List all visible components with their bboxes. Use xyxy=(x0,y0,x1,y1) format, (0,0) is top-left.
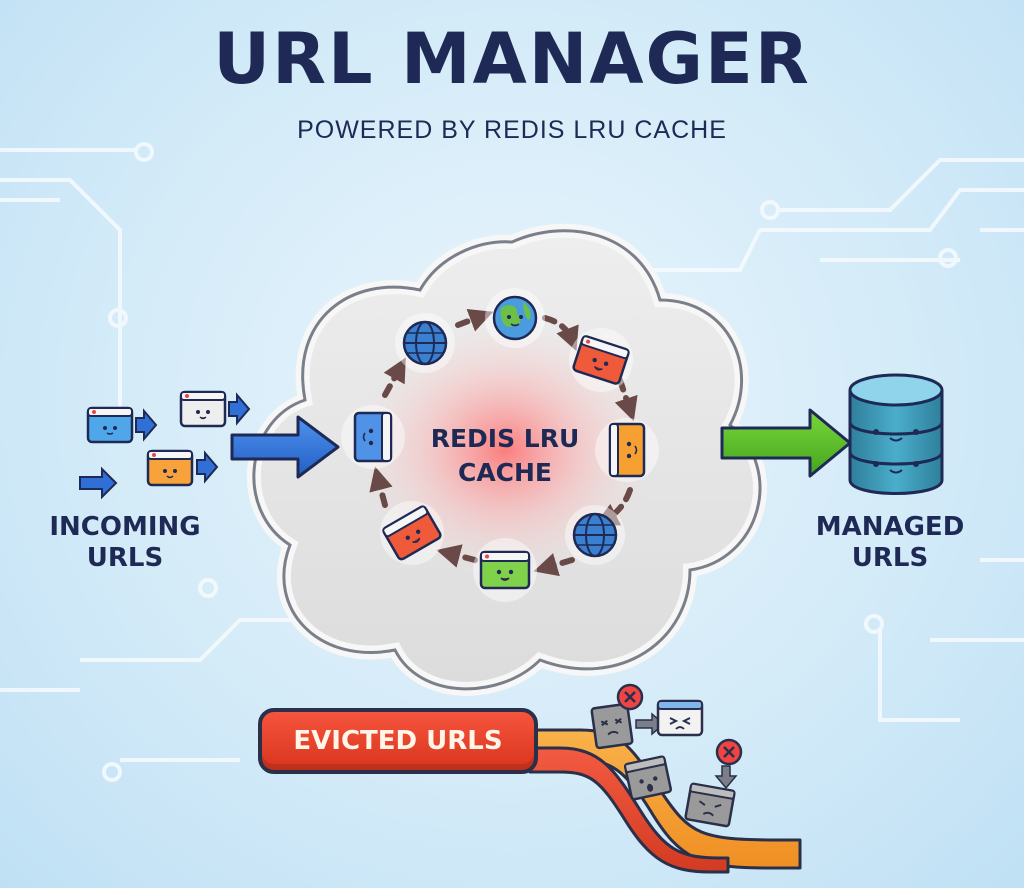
browser-window-icon xyxy=(595,418,659,482)
browser-window-icon xyxy=(656,699,704,737)
browser-window-icon xyxy=(380,501,444,565)
arrow-icon xyxy=(135,408,158,442)
incoming-label-line1: INCOMING xyxy=(49,512,201,542)
cache-label: REDIS LRU CACHE xyxy=(405,422,605,490)
browser-window-icon xyxy=(86,406,134,444)
cache-ring-icons xyxy=(341,288,659,602)
cache-label-line2: CACHE xyxy=(457,458,553,487)
evicted-urls-banner: EVICTED URLS xyxy=(258,708,538,774)
browser-window-icon xyxy=(341,405,405,469)
browser-window-icon xyxy=(569,328,633,392)
cache-label-line1: REDIS LRU xyxy=(430,424,580,453)
database-icon xyxy=(848,373,944,495)
browser-window-icon xyxy=(179,390,227,428)
red-x-icon xyxy=(616,683,644,711)
earth-icon xyxy=(485,288,545,348)
broken-window-icon xyxy=(590,702,634,750)
browser-window-icon xyxy=(473,538,537,602)
incoming-url-icons xyxy=(79,390,251,500)
arrow-icon xyxy=(714,765,738,790)
arrow-icon xyxy=(79,466,118,500)
page-title: URL MANAGER xyxy=(213,18,811,100)
globe-icon xyxy=(395,313,455,373)
arrow-icon xyxy=(196,450,219,484)
browser-window-icon xyxy=(146,449,194,487)
circuit-traces xyxy=(0,142,1024,782)
managed-arrow xyxy=(720,408,852,478)
eviction-chute xyxy=(528,728,802,874)
incoming-arrow xyxy=(230,415,340,479)
incoming-label-line2: URLS xyxy=(86,543,164,573)
evicted-url-icons xyxy=(590,683,743,828)
managed-urls-label: MANAGED URLS xyxy=(800,512,980,574)
broken-window-icon xyxy=(624,755,672,801)
globe-icon xyxy=(565,505,625,565)
lru-cycle-arrows xyxy=(369,308,638,577)
page-subtitle: POWERED BY REDIS LRU CACHE xyxy=(297,116,727,144)
incoming-urls-label: INCOMING URLS xyxy=(40,512,210,574)
arrow-icon xyxy=(228,392,251,426)
red-x-icon xyxy=(715,738,743,766)
managed-label-line2: URLS xyxy=(851,543,929,573)
managed-label-line1: MANAGED xyxy=(815,512,965,542)
broken-window-icon xyxy=(684,782,736,828)
